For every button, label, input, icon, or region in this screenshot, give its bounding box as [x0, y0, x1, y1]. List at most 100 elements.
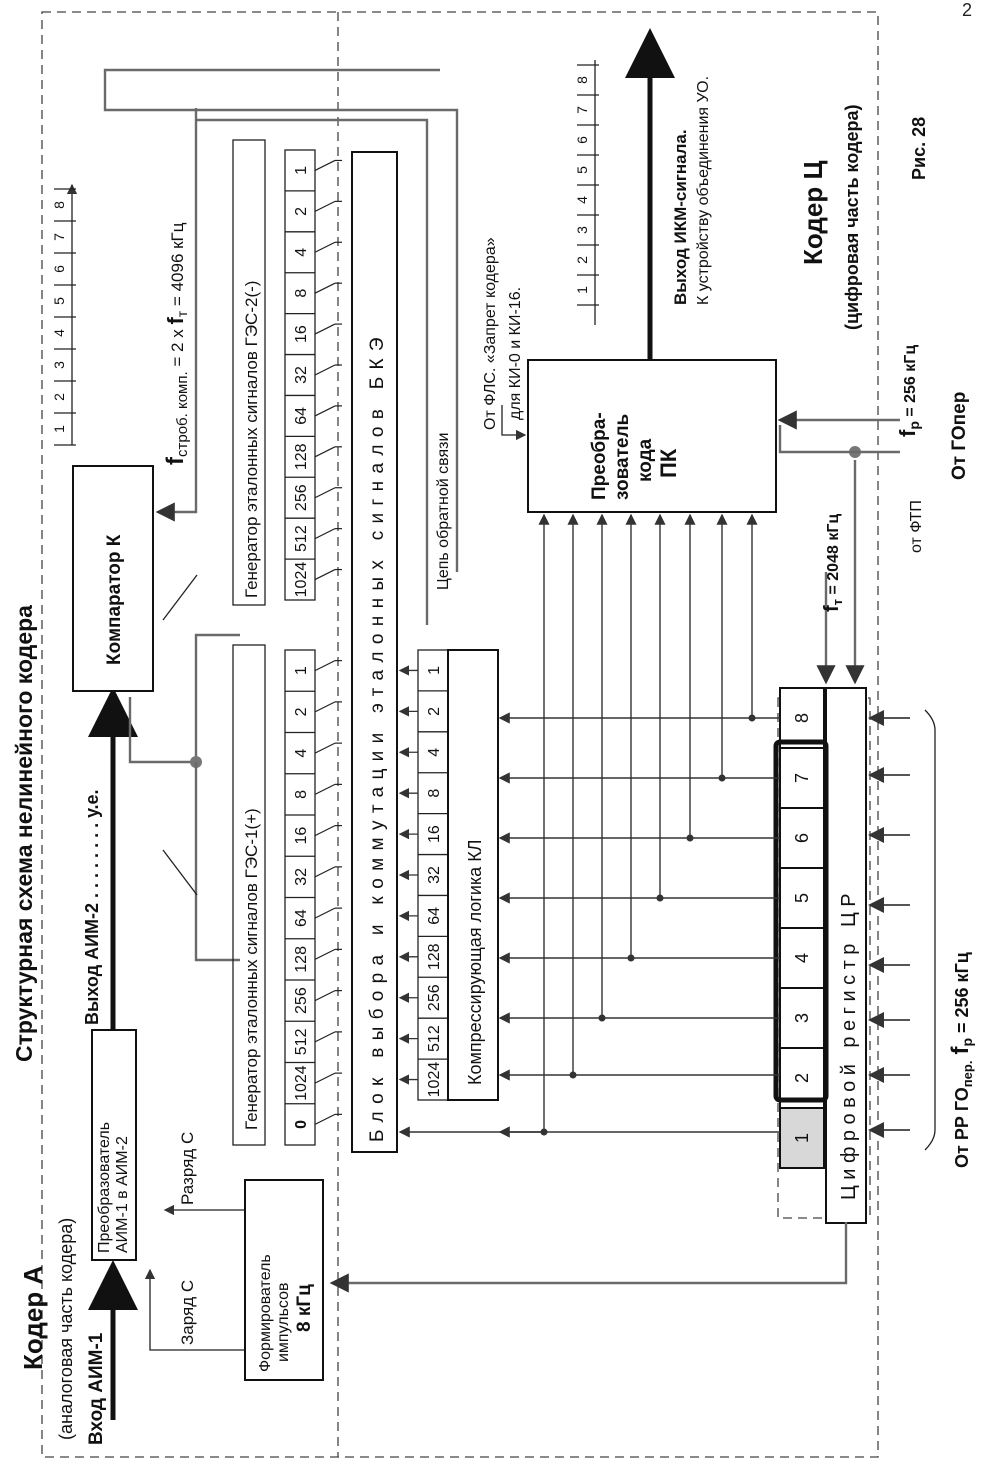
- timescale-tick: 4: [51, 329, 67, 337]
- discharge-label: Разряд С: [178, 1132, 197, 1205]
- pulse-former-line2: импульсов: [275, 1283, 292, 1363]
- ges-neg-cell: 1: [293, 166, 310, 175]
- strobe-label: fстроб. комп. = 2 х fт = 4096 кГц: [162, 222, 191, 465]
- input-label: Вход АИМ-1: [86, 1332, 107, 1445]
- ft-label: fт = 2048 кГц: [821, 514, 845, 612]
- ges-pos-cell: 1024: [293, 1065, 310, 1101]
- register-feedback-line: [329, 1222, 848, 1293]
- register-cell-label: 4: [792, 953, 812, 963]
- ges-pos-cell: 0: [293, 1120, 310, 1129]
- kl-cell: 32: [426, 866, 443, 884]
- ges-pos-cell: 2: [293, 707, 310, 716]
- ges-pos-title: Генератор эталонных сигналов ГЭС-1(+): [242, 808, 261, 1130]
- ges-neg-cell: 512: [293, 525, 310, 552]
- ges-neg-cell: 1024: [293, 562, 310, 598]
- timescale-tick: 7: [51, 233, 67, 241]
- ges-control-line-2: [194, 762, 240, 962]
- kl-cell: 64: [426, 907, 443, 925]
- figure-label: Рис. 28: [909, 117, 929, 180]
- timescale-tick: 1: [574, 286, 590, 294]
- output-aim2-label: Выход АИМ-2 . . . . . . . . у.е.: [82, 789, 102, 1025]
- register-label-box: [825, 687, 867, 1224]
- coder-a-subtitle: (аналоговая часть кодера): [56, 1218, 76, 1440]
- ges-neg-cell: 2: [293, 207, 310, 216]
- from-ftp-label: от ФТП: [908, 500, 925, 553]
- ges-neg-title-box: [232, 139, 266, 606]
- rr-arrows: [868, 710, 910, 1138]
- switch-2: [162, 574, 198, 621]
- kl-cell: 128: [426, 943, 443, 970]
- rr-brace: [924, 709, 936, 1151]
- ges-neg-cell: 256: [293, 484, 310, 511]
- timescale-tick: 5: [51, 297, 67, 305]
- register-cell-label: 2: [792, 1073, 812, 1083]
- comparator-label: Компаратор К: [104, 534, 125, 665]
- ges-pos-cell: 256: [293, 987, 310, 1014]
- pk-line2: зователь: [612, 414, 633, 500]
- timescale-tick: 4: [574, 196, 590, 204]
- kl-cell: 512: [426, 1025, 443, 1052]
- pulse-former-box: [244, 1179, 324, 1381]
- timescale-tick: 1: [51, 425, 67, 433]
- ges-pos-cell: 16: [293, 827, 310, 845]
- timescale-tick: 3: [574, 226, 590, 234]
- ges-pos-cell: 64: [293, 909, 310, 927]
- pk-line1: Преобра-: [589, 412, 610, 500]
- coder-a-title: Кодер А: [18, 1266, 48, 1370]
- bus-wires: [398, 513, 780, 1138]
- ges-pos-cell: 8: [293, 790, 310, 799]
- ges-pos-cell: 512: [293, 1028, 310, 1055]
- ges-pos-cell: 128: [293, 946, 310, 973]
- timescale-tick: 2: [51, 393, 67, 401]
- feedback-chain-line-2: [103, 68, 459, 572]
- page-number: 2: [962, 0, 973, 20]
- ges-neg-cell: 16: [293, 325, 310, 343]
- kl-box: [447, 649, 499, 1101]
- kl-cell: 2: [426, 707, 443, 716]
- ikm-out-line1: Выход ИКМ-сигнала.: [671, 129, 690, 305]
- pk-line3: кода: [635, 438, 656, 482]
- flc-line: [501, 405, 527, 441]
- flc-line1: От ФЛС. «Запрет кодера»: [482, 237, 499, 430]
- ges-neg-cell: 128: [293, 443, 310, 470]
- pulse-former-line1: Формирователь: [257, 1254, 274, 1372]
- from-rr-label: От РР ГОпер.fр = 256 кГц: [947, 952, 975, 1168]
- strobe-line: [155, 108, 198, 522]
- converter-aim-box: [91, 1029, 137, 1261]
- timescale-tick: 7: [574, 106, 590, 114]
- ges-neg-cell: 32: [293, 366, 310, 384]
- ikm-out-line2: К устройству объединения УО.: [695, 76, 712, 305]
- charge-label: Заряд С: [178, 1280, 197, 1345]
- comparator-box: [72, 465, 154, 692]
- register-cell: [779, 687, 825, 749]
- pk-line4: ПК: [656, 448, 681, 478]
- charge-line: [144, 1268, 245, 1351]
- kl-label: Компрессирующая логика КЛ: [465, 840, 485, 1086]
- ges-neg-cell: 4: [293, 248, 310, 257]
- register-cell-label: 3: [792, 1013, 812, 1023]
- register-cell-label: 5: [792, 893, 812, 903]
- pk-box: [527, 359, 777, 513]
- timescale-tick: 6: [574, 136, 590, 144]
- register-cell-label: 8: [792, 713, 812, 723]
- timescale-tick: 5: [574, 166, 590, 174]
- timescale-tick: 3: [51, 361, 67, 369]
- flc-line2: для КИ-0 и КИ-16.: [507, 287, 524, 420]
- ges-pos-cell: 32: [293, 868, 310, 886]
- ges-pos-title-box: [232, 644, 266, 1146]
- register-cell: [779, 807, 825, 869]
- feedback-chain-line: [196, 118, 429, 625]
- register-bold-frame: [773, 739, 829, 1103]
- bke-box: [351, 151, 398, 1153]
- feedback-label: Цепь обратной связи: [435, 433, 452, 590]
- converter-aim-line1: Преобразователь: [96, 1122, 113, 1253]
- bke-label: Блок выбора и коммутации эталонных сигна…: [367, 330, 388, 1142]
- coder-c-title: Кодер Ц: [798, 161, 828, 265]
- kl-cell: 1: [426, 666, 443, 675]
- timescale-tick: 8: [51, 201, 67, 209]
